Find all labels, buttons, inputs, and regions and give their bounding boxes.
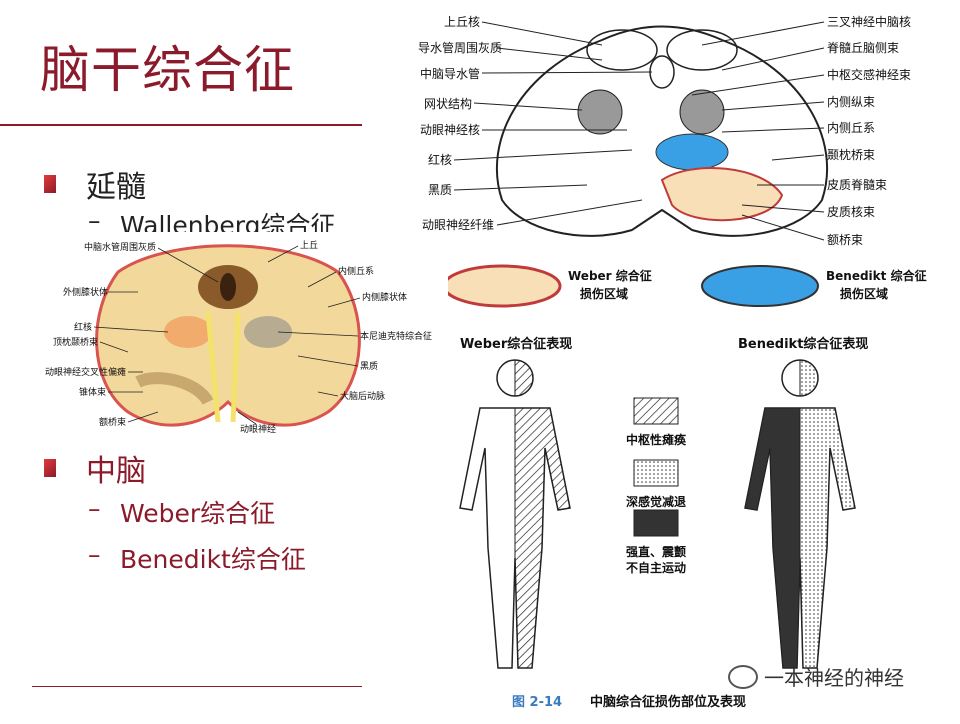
title-divider [0, 124, 362, 126]
label-corticospinal: 皮质脊髓束 [827, 178, 887, 192]
benedikt-legend-line1: Benedikt 综合征 [826, 268, 927, 283]
label-periaqueductal: 导水管周围灰质 [418, 40, 502, 55]
key-sensory-label: 深感觉减退 [626, 494, 686, 509]
weber-legend-line1: Weber 综合征 [568, 268, 652, 283]
label-medial-geniculate: 内侧膝状体 [362, 291, 407, 303]
label-medial-lemniscus: 内侧丘系 [827, 121, 875, 135]
label-oculomotor-nerve: 动眼神经 [240, 423, 276, 435]
bullet-medulla-label: 延髓 [86, 170, 146, 205]
label-lateral-geniculate: 外侧膝状体 [63, 286, 108, 298]
bullet-marker [44, 175, 56, 193]
label-spinothalamic: 脊髓丘脑侧束 [827, 41, 899, 55]
label-oculomotor-nucleus: 动眼神经核 [420, 123, 480, 137]
figure-caption-text: 中脑综合征损伤部位及表现 [590, 694, 746, 710]
label-substantia-nigra: 黑质 [428, 183, 452, 197]
label-red-nucleus-left: 红核 [74, 321, 92, 333]
watermark-text: 一本神经的神经 [764, 666, 904, 690]
weber-zone-swatch [442, 264, 562, 308]
syndrome-manifestation-figure: Weber 综合征 损伤区域 Benedikt 综合征 损伤区域 Weber综合… [420, 248, 960, 720]
key-sensory-swatch [633, 459, 679, 487]
label-frontopontine: 额桥束 [827, 233, 863, 247]
label-reticular: 网状结构 [424, 96, 472, 111]
sub-bullet-benedikt-label: Benedikt综合征 [120, 545, 306, 574]
sub-bullet-weber: – Weber综合征 [88, 494, 276, 528]
bullet-marker [44, 459, 56, 477]
label-corticobulbar: 皮质核束 [827, 205, 875, 219]
label-mlf: 内侧纵束 [827, 95, 875, 109]
sub-bullet-benedikt: – Benedikt综合征 [88, 540, 306, 574]
key-paralysis-swatch [633, 397, 679, 425]
key-paralysis-label: 中枢性瘫痪 [626, 432, 687, 447]
bullet-medulla: 延髓 [44, 162, 146, 206]
label-parieto-temporo-pontine: 顶枕颞桥束 [53, 336, 98, 348]
label-superior-colliculus-left: 上丘 [300, 240, 318, 251]
label-oculomotor-fibers: 动眼神经纤维 [422, 218, 494, 232]
sub-bullet-weber-label: Weber综合征 [120, 499, 276, 528]
label-posterior-cerebral-artery: 大脑后动脉 [340, 390, 385, 402]
label-periaqueductal-gray: 中脑水管周围灰质 [84, 241, 156, 253]
label-frontopontine-left: 额桥束 [99, 416, 126, 428]
label-substantia-nigra-left: 黑质 [360, 360, 378, 372]
midbrain-color-illustration: 中脑水管周围灰质 外侧膝状体 红核 顶枕颞桥束 动眼神经交叉性偏瘫 锥体束 额桥… [8, 232, 448, 442]
label-trigeminal-mesencephalic: 三叉神经中脑核 [827, 14, 911, 29]
bullet-midbrain-label: 中脑 [86, 454, 146, 489]
key-tremor-swatch [633, 509, 679, 537]
bottom-divider [32, 686, 362, 687]
label-superior-colliculus: 上丘核 [444, 15, 480, 29]
label-red-nucleus: 红核 [428, 152, 452, 167]
label-medial-lemniscus-left: 内侧丘系 [338, 265, 374, 277]
slide-title: 脑干综合征 [40, 41, 295, 99]
label-benedikt-syndrome: 本尼迪克特综合征 [360, 330, 432, 342]
benedikt-legend-line2: 损伤区域 [840, 286, 888, 301]
benedikt-zone-swatch [701, 265, 819, 307]
benedikt-body-diagram [744, 359, 856, 669]
key-tremor-label-1: 强直、震颤 [626, 544, 686, 559]
label-sympathetic: 中枢交感神经束 [827, 67, 911, 82]
weber-legend-line2: 损伤区域 [580, 286, 628, 301]
label-oculomotor-alternating: 动眼神经交叉性偏瘫 [45, 366, 126, 378]
label-pyramidal-tract: 锥体束 [79, 386, 106, 398]
bullet-midbrain: 中脑 [44, 446, 146, 490]
watermark: 一本神经的神经 [728, 662, 904, 691]
key-tremor-label-2: 不自主运动 [626, 560, 686, 575]
midbrain-cross-section-figure: 上丘核 导水管周围灰质 中脑导水管 网状结构 动眼神经核 红核 黑质 动眼神经纤… [362, 0, 960, 248]
weber-body-diagram [459, 359, 571, 669]
label-aqueduct: 中脑导水管 [420, 66, 480, 81]
chat-bubble-icon [728, 664, 758, 689]
benedikt-body-title: Benedikt综合征表现 [738, 336, 868, 352]
label-temporo-pontine: 颞枕桥束 [827, 147, 875, 162]
figure-caption-number: 图 2-14 [512, 695, 562, 710]
weber-body-title: Weber综合征表现 [460, 336, 572, 352]
